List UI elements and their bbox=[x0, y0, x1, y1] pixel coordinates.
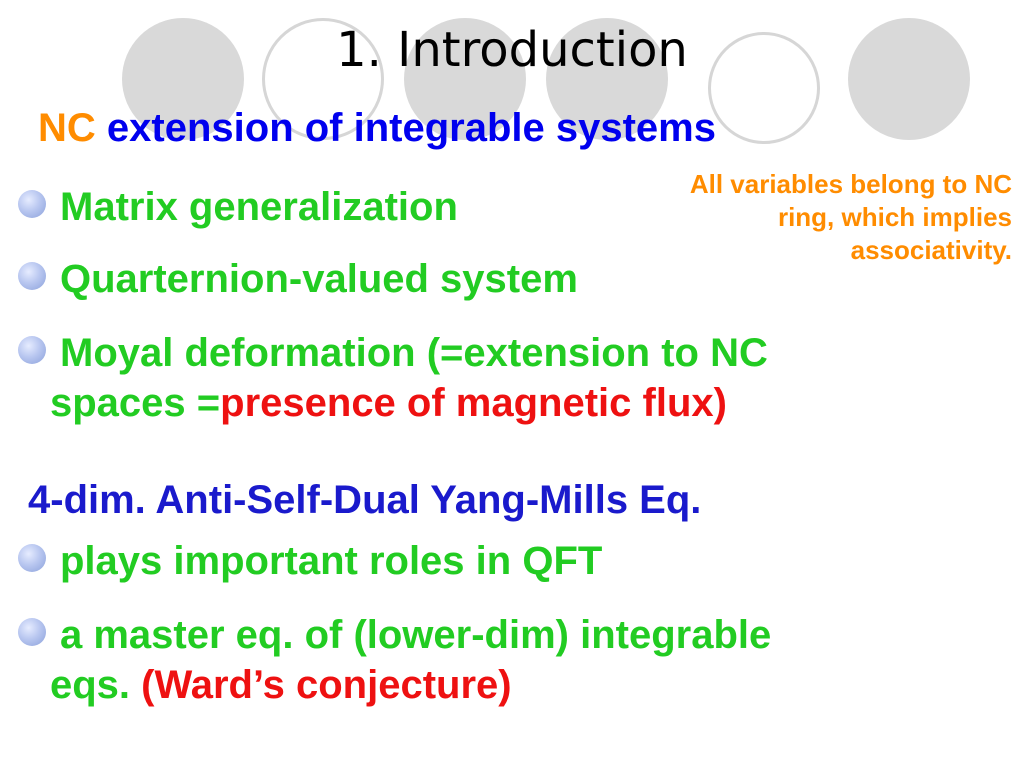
bullet-highlight: presence of magnetic flux bbox=[220, 381, 714, 425]
bullet-text: eqs. bbox=[50, 663, 142, 707]
bullet-text: Moyal deformation (=extension to NC bbox=[60, 331, 768, 375]
bullet-item: plays important roles in QFT bbox=[18, 536, 602, 586]
decor-circle bbox=[404, 18, 526, 140]
heading-nc: NC bbox=[38, 106, 96, 150]
decor-circle bbox=[122, 18, 244, 140]
bullet-dot-icon bbox=[18, 618, 46, 646]
bullet-item: Matrix generalization bbox=[18, 182, 458, 232]
bullet-continuation: eqs. (Ward’s conjecture) bbox=[18, 660, 771, 710]
bullet-item: Quarternion-valued system bbox=[18, 254, 578, 304]
bullet-text: spaces = bbox=[50, 381, 221, 425]
decor-ring bbox=[262, 18, 384, 140]
decor-ring bbox=[708, 32, 820, 144]
bullet-item: Moyal deformation (=extension to NC spac… bbox=[18, 328, 768, 428]
side-note: All variables belong to NC ring, which i… bbox=[689, 169, 1012, 265]
bullet-dot-icon bbox=[18, 544, 46, 572]
bullet-highlight: (Ward’s conjecture) bbox=[141, 663, 512, 707]
decor-circle bbox=[848, 18, 970, 140]
bullet-dot-icon bbox=[18, 262, 46, 290]
heading-text: extension of integrable systems bbox=[106, 106, 716, 150]
subheading: 4-dim. Anti-Self-Dual Yang-Mills Eq. bbox=[28, 478, 702, 522]
bullet-continuation: spaces =presence of magnetic flux) bbox=[18, 378, 768, 428]
decor-circle bbox=[546, 18, 668, 140]
bullet-text: a master eq. of (lower-dim) integrable bbox=[60, 613, 772, 657]
bullet-text: Quarternion-valued system bbox=[60, 257, 578, 301]
bullet-text: Matrix generalization bbox=[60, 185, 458, 229]
bullet-text: plays important roles in QFT bbox=[60, 539, 603, 583]
slide-title: 1. Introduction bbox=[336, 22, 688, 78]
bullet-item: a master eq. of (lower-dim) integrable e… bbox=[18, 610, 771, 710]
slide-heading: NC extension of integrable systems bbox=[38, 106, 716, 151]
bullet-text: ) bbox=[713, 381, 727, 425]
bullet-dot-icon bbox=[18, 336, 46, 364]
bullet-dot-icon bbox=[18, 190, 46, 218]
